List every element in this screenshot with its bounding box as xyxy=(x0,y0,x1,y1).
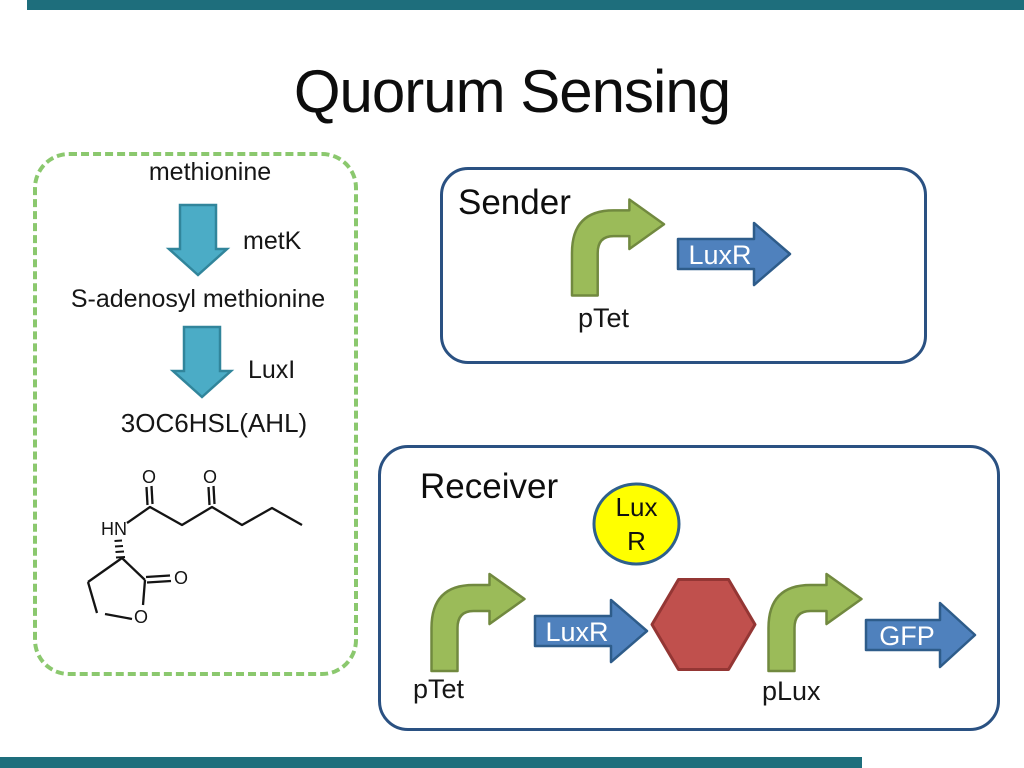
gfp-gene-arrow-icon: GFP xyxy=(864,601,977,669)
sender-ptet-label: pTet xyxy=(578,303,630,333)
atom-label-ring-o: O xyxy=(134,607,148,627)
protein-circle-line2: R xyxy=(627,526,646,556)
sender-box xyxy=(440,167,927,364)
promoter-bent-arrow-icon xyxy=(767,572,863,673)
bottom-edge-bar xyxy=(0,757,862,768)
top-edge-bar xyxy=(27,0,1024,10)
receiver-ptet-label: pTet xyxy=(413,674,465,704)
sender-luxr-label: LuxR xyxy=(688,240,751,270)
receiver-title: Receiver xyxy=(420,467,559,506)
atom-label-o1: O xyxy=(142,467,156,487)
gfp-label: GFP xyxy=(879,621,935,651)
product-3oc6hsl: 3OC6HSL(AHL) xyxy=(120,408,308,438)
protein-circle-line1: Lux xyxy=(616,492,658,522)
receiver-luxr-label: LuxR xyxy=(545,617,608,647)
promoter-bent-arrow-icon xyxy=(570,198,666,297)
luxr-gene-arrow-icon: LuxR xyxy=(676,221,792,287)
slide-title: Quorum Sensing xyxy=(293,58,731,125)
enzyme-label-metk: metK xyxy=(243,227,302,255)
luxr-protein-circle: Lux R xyxy=(592,482,681,566)
luxr-gene-arrow-icon: LuxR xyxy=(533,598,649,664)
pathway-box xyxy=(33,152,358,676)
sender-title: Sender xyxy=(458,183,571,222)
atom-label-exo-o: O xyxy=(174,568,188,588)
metabolite-sam: S-adenosyl methionine xyxy=(70,285,326,313)
chemical-structure-drawing: O O HN O O xyxy=(86,467,303,627)
atom-label-hn: HN xyxy=(101,519,127,539)
receiver-plux-label: pLux xyxy=(762,676,821,706)
metabolite-methionine: methionine xyxy=(148,158,272,186)
reaction-arrow-down-icon xyxy=(165,203,231,277)
enzyme-label-luxi: LuxI xyxy=(248,356,296,384)
complex-hexagon xyxy=(650,578,757,671)
reaction-arrow-down-icon xyxy=(169,325,235,399)
atom-label-o2: O xyxy=(203,467,217,487)
promoter-bent-arrow-icon xyxy=(430,572,526,673)
